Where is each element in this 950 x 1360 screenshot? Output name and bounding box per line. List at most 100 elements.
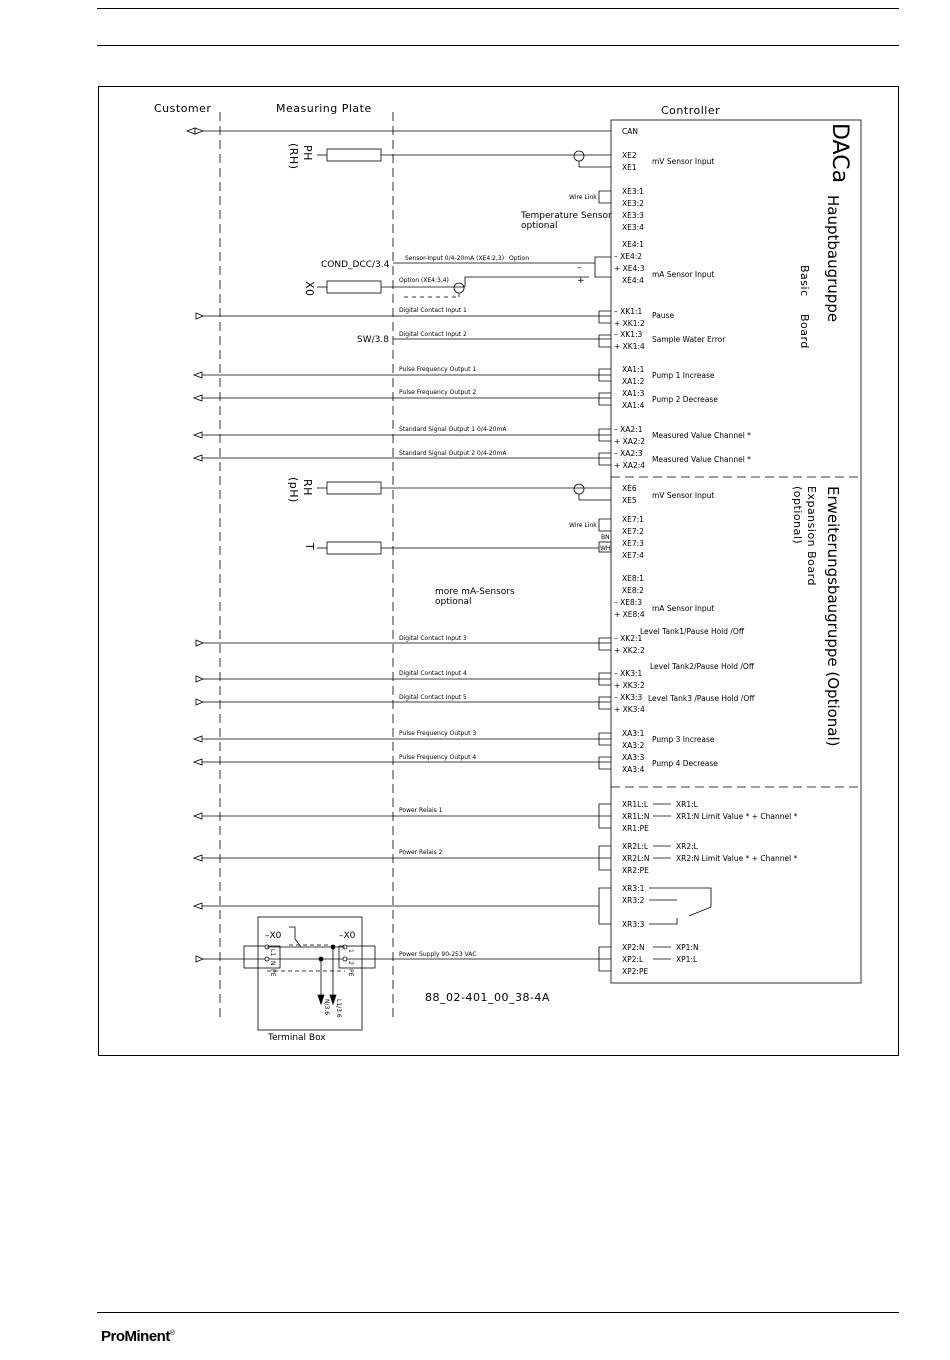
terminal-xe3-2: XE3:2: [622, 199, 644, 208]
func-xr1l: XR1:L: [676, 800, 699, 809]
terminal-xe3-1: XE3:1: [622, 187, 644, 196]
terminal-xa1-4: XA1:4: [622, 401, 645, 410]
wiring-diagram: Customer Measuring Plate Controller DACa…: [98, 86, 899, 1056]
func-xr1n: XR1:N Limit Value * + Channel *: [676, 812, 798, 821]
func-swe: Sample Water Error: [652, 335, 726, 344]
terminal-xa2-4: + XA2:4: [614, 461, 645, 470]
terminal-xe4-1: XE4:1: [622, 240, 644, 249]
terminal-xa1-1: XA1:1: [622, 365, 645, 374]
label-sensor-input: Sensor-Input 0/4-20mA (XE4:2,3): [405, 255, 504, 262]
xa2-bracket-2: [598, 452, 611, 466]
board-label: Board: [798, 314, 811, 349]
terminal-xa2-3: – XA2:3: [614, 449, 643, 458]
func-mvc1: Measured Value Channel *: [652, 431, 751, 440]
tb-arrow-n: [317, 994, 325, 1006]
tb-l136: L1/3.6: [335, 999, 342, 1018]
tb-arrow-l1: [329, 994, 337, 1006]
can-arrow: [185, 127, 196, 135]
func-xr2l: XR2:L: [676, 842, 699, 851]
expansion-en-label: Expansion Board: [805, 486, 818, 586]
x0-probe: [326, 280, 382, 294]
pr1-row: Power Relais 1: [192, 807, 611, 820]
svg-text:Digital Contact Input 1: Digital Contact Input 1: [399, 307, 467, 314]
footer-rule: [97, 1312, 899, 1313]
svg-text:Pulse Frequency Output 4: Pulse Frequency Output 4: [399, 754, 476, 761]
terminal-can: CAN: [622, 127, 638, 136]
svg-text:Pulse Frequency Output 3: Pulse Frequency Output 3: [399, 730, 476, 737]
daca-label: DACa: [827, 123, 852, 183]
wh-box: [598, 541, 612, 553]
terminal-xr3-3: XR3:3: [622, 920, 645, 929]
terminal-xe7-2: XE7:2: [622, 527, 644, 536]
sso2-row: Standard Signal Output 2 0/4-20mA: [192, 450, 611, 462]
terminal-xa2-2: + XA2:2: [614, 437, 645, 446]
svg-text:Standard Signal Output 2 0/4-2: Standard Signal Output 2 0/4-20mA: [399, 450, 507, 457]
terminal-xr2-n: XR2L:N: [622, 854, 649, 863]
pfo3-row: Pulse Frequency Output 3: [192, 730, 611, 743]
can-arrow-2: [194, 127, 205, 135]
svg-text:Power Supply 90-253 VAC: Power Supply 90-253 VAC: [399, 951, 476, 958]
svg-text:Digital Contact Input 4: Digital Contact Input 4: [399, 670, 467, 677]
temp-sensor-optional: optional: [521, 221, 557, 231]
prominent-logo: ProMinent®: [101, 1328, 175, 1345]
terminal-xk1-3: – XK1:3: [614, 330, 642, 339]
terminal-xe4-2: – XE4:2: [614, 252, 642, 261]
ma-minus: –: [577, 263, 582, 273]
terminal-xr2-l: XR2L:L: [622, 842, 649, 851]
header-rule-bottom: [97, 45, 899, 46]
func-mvc2: Measured Value Channel *: [652, 455, 751, 464]
xa1-bracket-2: [598, 392, 611, 406]
func-mv1: mV Sensor Input: [652, 157, 714, 166]
xr2-bracket: [598, 845, 611, 871]
x0-line-r: [464, 276, 589, 287]
sensor-input-bracket: [594, 256, 611, 278]
terminal-xk1-2: + XK1:2: [614, 319, 645, 328]
terminal-xk1-1: – XK1:1: [614, 307, 642, 316]
basic-label: Basic: [798, 265, 811, 297]
func-mv2: mV Sensor Input: [652, 491, 714, 500]
bn-label: BN: [601, 534, 610, 541]
terminal-xr3-1: XR3:1: [622, 884, 645, 893]
tb-switch: [289, 926, 302, 948]
terminal-xe6: XE6: [622, 484, 637, 493]
expansion-de-label: Erweiterungsbaugruppe (Optional): [824, 486, 842, 747]
brand-name: ProMinent: [101, 1328, 170, 1345]
pfo4-row: Pulse Frequency Output 4: [192, 754, 611, 766]
terminal-xr1-n: XR1L:N: [622, 812, 649, 821]
xa2-bracket-1: [598, 428, 611, 442]
func-ma1: mA Sensor Input: [652, 270, 714, 279]
xr3-row: [192, 902, 599, 910]
dci5-row: Digital Contact Input 5: [195, 694, 611, 706]
column-measuring-plate: Measuring Plate: [276, 102, 372, 115]
func-p1: Pump 1 Increase: [652, 371, 715, 380]
terminal-xk3-1: – XK3:1: [614, 669, 642, 678]
func-p3: Pump 3 Increase: [652, 735, 715, 744]
svg-text:Power Relais 1: Power Relais 1: [399, 807, 443, 814]
sso1-row: Standard Signal Output 1 0/4-20mA: [192, 426, 611, 439]
tb-node-n: [318, 956, 324, 962]
t-label: T: [303, 542, 316, 550]
xk2-bracket: [598, 637, 611, 651]
sensor-ph-probe: [326, 148, 382, 162]
xk1-bracket-2: [598, 334, 611, 348]
terminal-xp2-n: XP2:N: [622, 943, 645, 952]
terminal-xk3-2: + XK3:2: [614, 681, 645, 690]
sensor-rh2-label: RH: [301, 479, 314, 496]
label-dci2: Digital Contact Input 2: [399, 331, 467, 338]
xr3-3-link: [649, 918, 678, 925]
func-p4: Pump 4 Decrease: [652, 759, 718, 768]
label-option-right: Option: [509, 255, 529, 262]
main-board-label: Hauptbaugruppe: [824, 195, 842, 322]
column-controller: Controller: [661, 104, 720, 117]
terminal-xa3-4: XA3:4: [622, 765, 645, 774]
t-probe: [326, 541, 382, 555]
xr3-relay-contact: [649, 887, 712, 917]
terminal-xe2: XE2: [622, 151, 637, 160]
xa3-bracket-2: [598, 756, 611, 770]
svg-text:Pulse Frequency Output 1: Pulse Frequency Output 1: [399, 366, 476, 373]
terminal-xa3-2: XA3:2: [622, 741, 645, 750]
xa3-bracket-1: [598, 732, 611, 746]
func-lt1: Level Tank1/Pause Hold /Off: [640, 627, 745, 636]
terminal-xa1-2: XA1:2: [622, 377, 645, 386]
terminal-xp2-pe: XP2:PE: [622, 967, 648, 976]
